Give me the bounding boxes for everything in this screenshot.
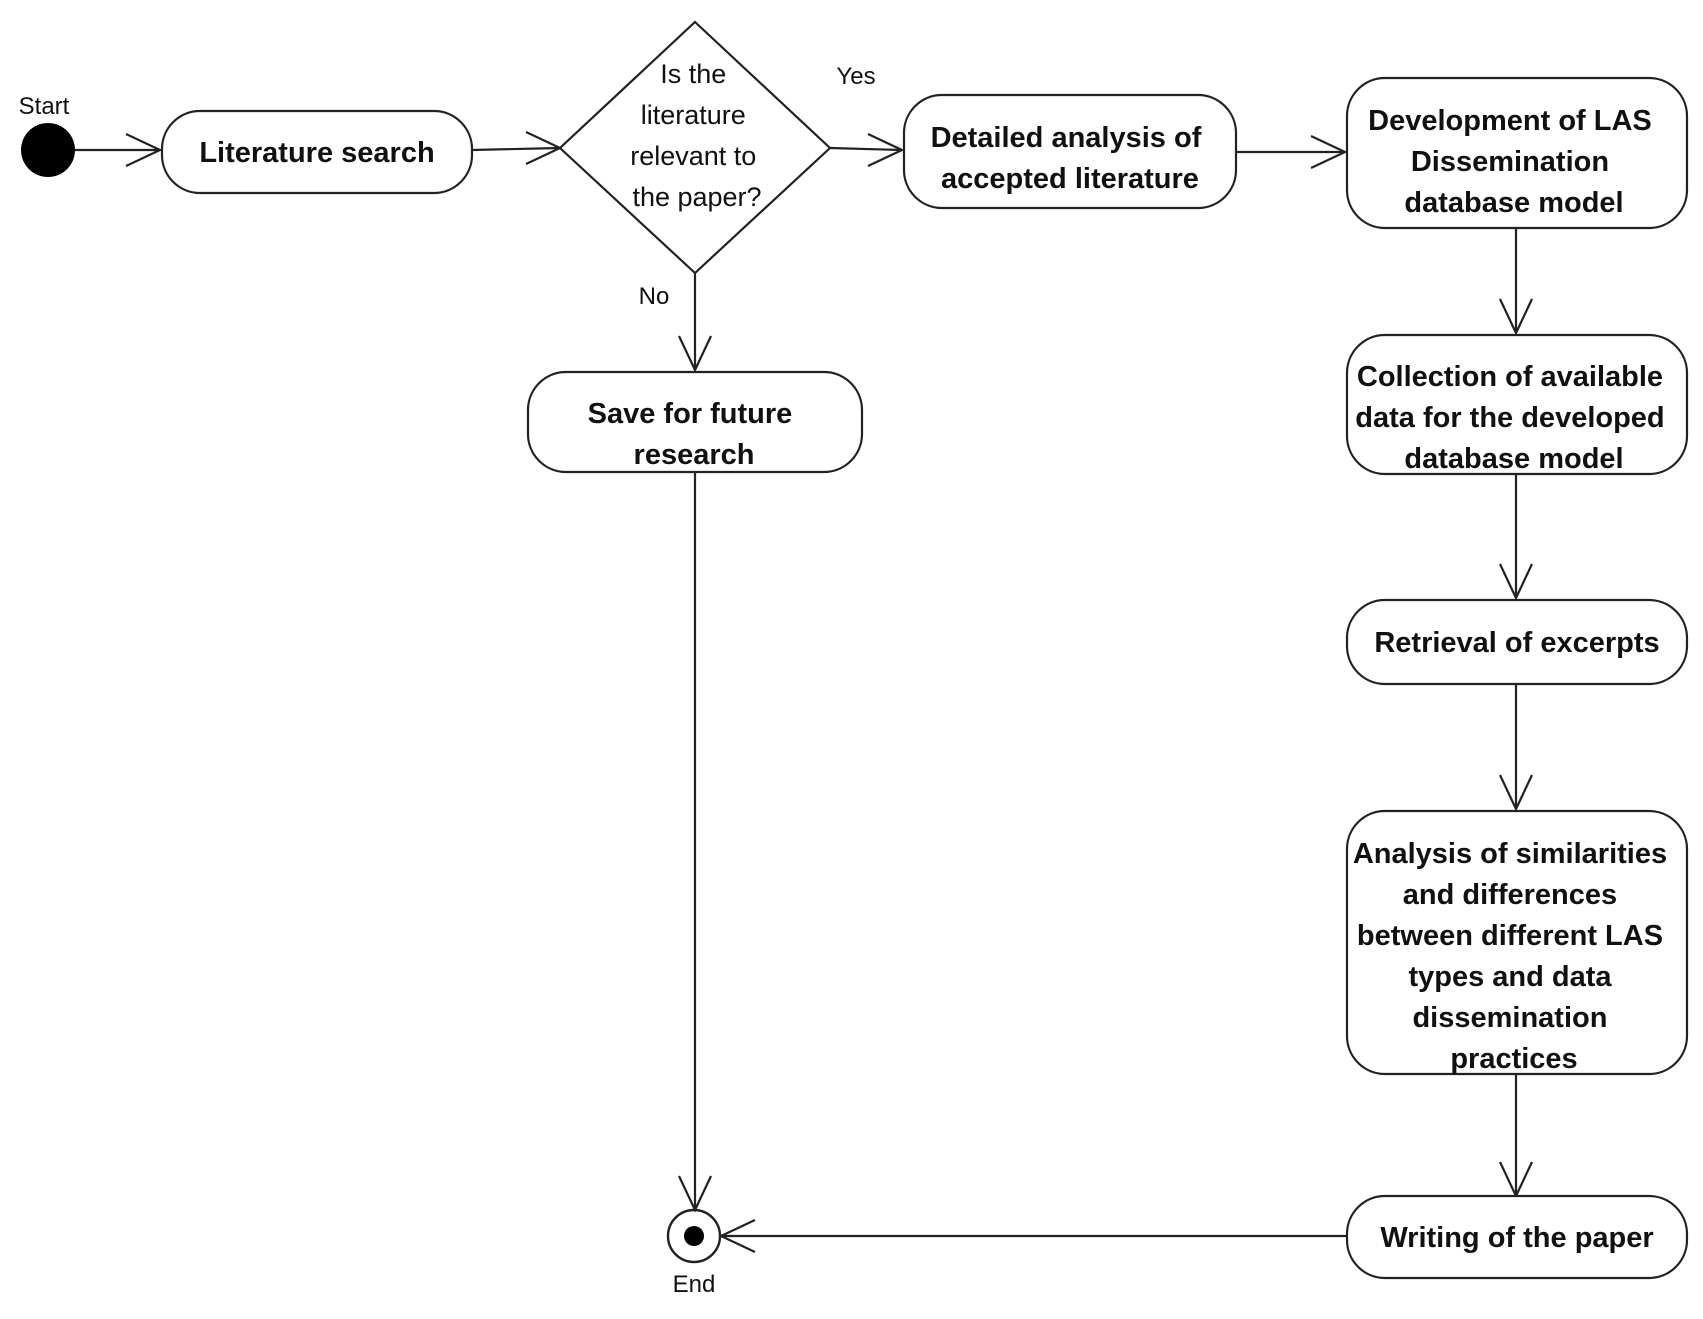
literature-search-text: Literature search <box>199 137 434 169</box>
decision-diamond <box>558 20 832 275</box>
retrieval-node <box>1345 598 1689 686</box>
edge-label-no: No <box>639 283 670 310</box>
development-line: database model <box>1404 187 1623 219</box>
collection-line: Collection of available <box>1357 361 1663 393</box>
development-text: Development of LAS Dissemination databas… <box>1368 105 1660 219</box>
edge-decision-to-analysis <box>829 146 903 152</box>
analysis-similarities-line: and differences <box>1403 879 1617 911</box>
detailed-analysis-line: Detailed analysis of <box>931 122 1202 154</box>
retrieval-line: Retrieval of excerpts <box>1374 627 1659 659</box>
analysis-similarities-line: dissemination <box>1412 1002 1607 1034</box>
start-node <box>21 123 75 177</box>
arrowhead <box>125 133 163 167</box>
analysis-similarities-node <box>1345 809 1689 1076</box>
literature-search-node <box>160 109 474 195</box>
save-future-line: Save for future <box>588 398 793 430</box>
end-label: End <box>673 1271 716 1298</box>
retrieval-text: Retrieval of excerpts <box>1374 627 1659 659</box>
detailed-analysis-text: Detailed analysis of accepted literature <box>931 122 1210 195</box>
collection-line: database model <box>1404 443 1623 475</box>
analysis-similarities-line: Analysis of similarities <box>1353 838 1667 870</box>
analysis-similarities-line: between different LAS <box>1357 920 1663 952</box>
arrowhead <box>718 1219 756 1253</box>
collection-node <box>1345 333 1689 476</box>
arrowhead <box>1499 298 1533 336</box>
decision-line: literature <box>641 100 746 130</box>
arrowhead <box>678 335 712 373</box>
start-label: Start <box>19 93 70 120</box>
save-future-text: Save for future research <box>588 398 801 471</box>
analysis-similarities-line: types and data <box>1408 961 1612 993</box>
literature-search-line: Literature search <box>199 137 434 169</box>
writing-line: Writing of the paper <box>1380 1222 1653 1254</box>
decision-line: relevant to <box>630 141 756 171</box>
save-future-line: research <box>634 439 755 471</box>
development-line: Development of LAS <box>1368 105 1652 137</box>
edge-label-yes: Yes <box>836 63 875 90</box>
collection-text: Collection of available data for the dev… <box>1355 361 1672 475</box>
detailed-analysis-line: accepted literature <box>941 163 1199 195</box>
decision-line: the paper? <box>632 182 761 212</box>
development-node <box>1345 76 1689 230</box>
arrowhead <box>867 133 905 167</box>
detailed-analysis-node <box>902 93 1238 210</box>
edges <box>75 131 1533 1253</box>
arrowhead <box>678 1175 712 1213</box>
edge-search-to-decision <box>471 146 561 152</box>
end-node-dot <box>684 1226 704 1246</box>
decision-text: Is the literature relevant to the paper? <box>630 59 764 212</box>
analysis-similarities-text: Analysis of similarities and differences… <box>1353 838 1675 1075</box>
collection-line: data for the developed <box>1355 402 1664 434</box>
decision-line: Is the <box>660 59 726 89</box>
arrowhead <box>1499 774 1533 812</box>
development-line: Dissemination <box>1411 146 1609 178</box>
arrowhead <box>1310 135 1348 169</box>
arrowhead <box>1499 563 1533 601</box>
writing-node <box>1345 1194 1689 1280</box>
save-future-node <box>526 370 864 474</box>
writing-text: Writing of the paper <box>1380 1222 1653 1254</box>
analysis-similarities-line: practices <box>1450 1043 1577 1075</box>
